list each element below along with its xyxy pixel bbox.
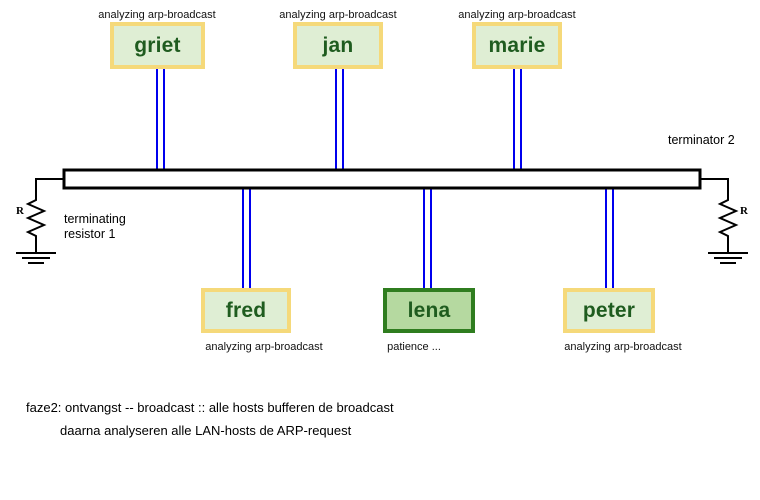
host-name-label: griet bbox=[134, 33, 181, 57]
host-status-lena: patience ... bbox=[387, 341, 441, 353]
terminator-2-label: terminator 2 bbox=[668, 133, 735, 147]
host-name-label: lena bbox=[407, 298, 451, 322]
terminating-resistor-1-label: terminating resistor 1 bbox=[64, 212, 126, 241]
host-node-peter[interactable]: peter bbox=[563, 288, 655, 333]
footer-line-1: faze2: ontvangst -- broadcast :: alle ho… bbox=[26, 400, 394, 415]
host-status-marie: analyzing arp-broadcast bbox=[458, 9, 576, 21]
host-status-peter: analyzing arp-broadcast bbox=[564, 341, 682, 353]
right-terminator-wiring bbox=[700, 178, 748, 264]
host-status-jan: analyzing arp-broadcast bbox=[279, 9, 397, 21]
host-link-lines bbox=[156, 69, 614, 288]
host-node-jan[interactable]: jan bbox=[293, 22, 383, 69]
host-name-label: fred bbox=[225, 298, 267, 322]
resistor-label-right: R bbox=[740, 205, 748, 217]
host-name-label: peter bbox=[582, 298, 636, 322]
host-status-fred: analyzing arp-broadcast bbox=[205, 341, 323, 353]
footer-line-2: daarna analyseren alle LAN-hosts de ARP-… bbox=[60, 423, 352, 438]
host-node-lena[interactable]: lena bbox=[383, 288, 475, 333]
left-terminator-wiring bbox=[16, 178, 64, 264]
network-bus bbox=[62, 168, 702, 190]
host-node-fred[interactable]: fred bbox=[201, 288, 291, 333]
host-node-marie[interactable]: marie bbox=[472, 22, 562, 69]
host-name-label: marie bbox=[488, 33, 546, 57]
host-status-griet: analyzing arp-broadcast bbox=[98, 9, 216, 21]
host-name-label: jan bbox=[322, 33, 354, 57]
host-node-griet[interactable]: griet bbox=[110, 22, 205, 69]
resistor-label-left: R bbox=[16, 205, 24, 217]
